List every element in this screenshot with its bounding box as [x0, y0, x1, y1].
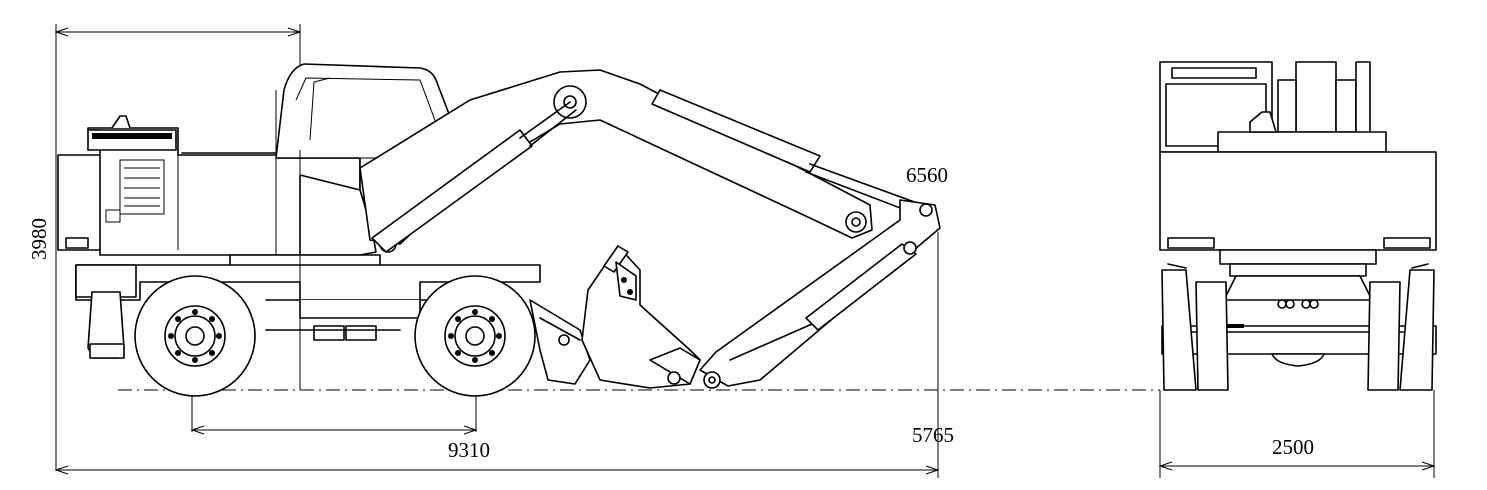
bucket	[581, 245, 701, 389]
reach-height-label: 6560	[906, 163, 948, 187]
arm-cylinder	[651, 89, 921, 215]
stabilizer	[87, 291, 125, 359]
front-blade-linkage	[529, 299, 591, 385]
bucket-cylinder	[729, 241, 917, 361]
excavator-front-view	[1159, 61, 1437, 391]
excavator-side-view	[57, 63, 941, 397]
rear-wheel	[134, 275, 256, 397]
boom-cylinder	[371, 101, 577, 253]
height-label: 3980	[27, 218, 51, 260]
width-label: 2500	[1272, 435, 1314, 459]
dimension-lines	[54, 24, 1436, 478]
arm	[699, 199, 941, 389]
wheelbase-total-label: 9310	[448, 438, 490, 462]
front-wheel	[414, 275, 536, 397]
front-distance-label: 5765	[912, 423, 954, 447]
